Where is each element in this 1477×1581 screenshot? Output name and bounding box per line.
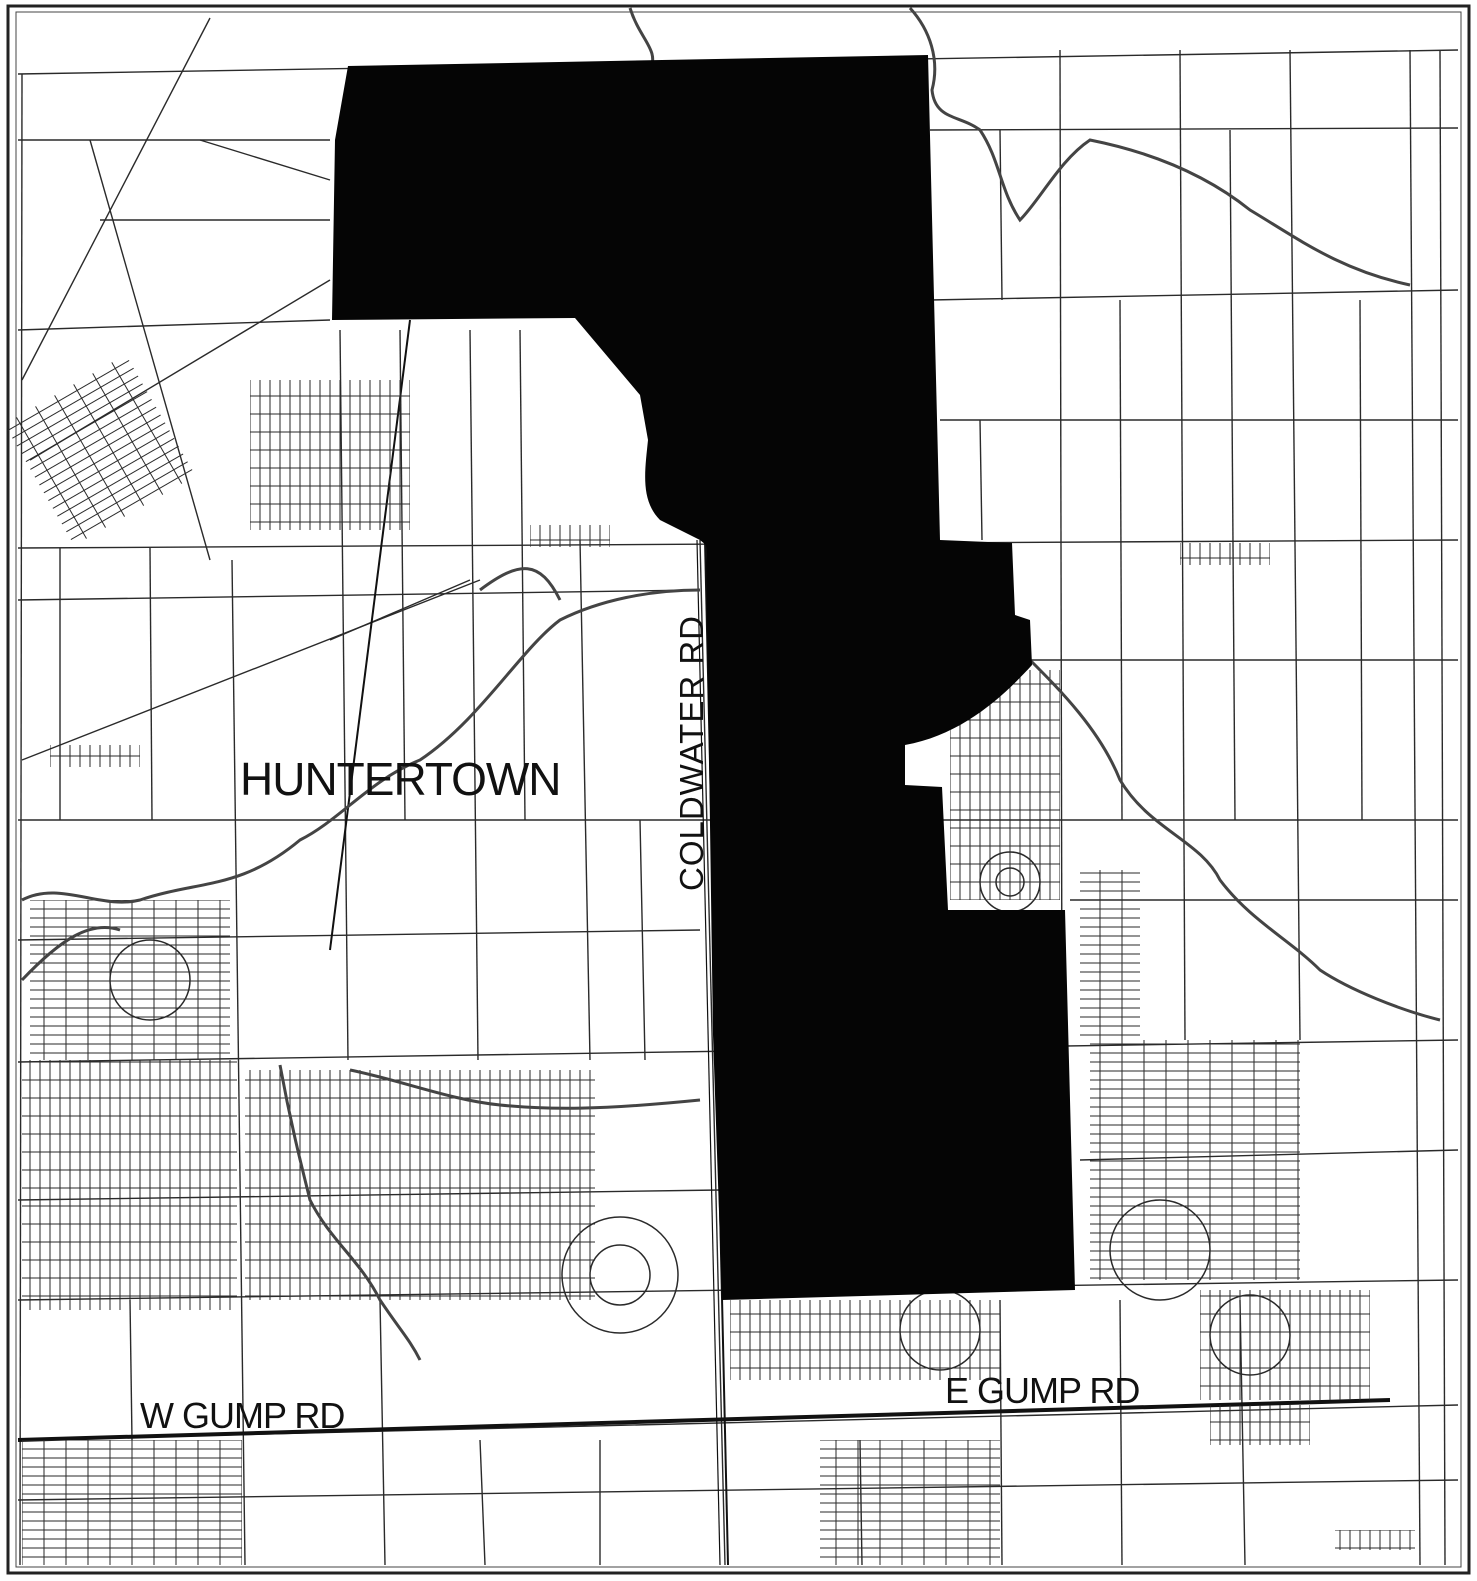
map-frame [6,4,1471,1575]
road-label-w-gump: W GUMP RD [140,1395,345,1436]
road-label-coldwater: COLDWATER RD [673,615,710,891]
gump-road-line [17,1398,1391,1442]
road-label-e-gump: E GUMP RD [945,1370,1140,1411]
place-label-huntertown: HUNTERTOWN [240,753,562,805]
streams [20,6,1441,1361]
highlight-area [332,55,1075,1300]
map-inner-frame [15,11,1462,1568]
